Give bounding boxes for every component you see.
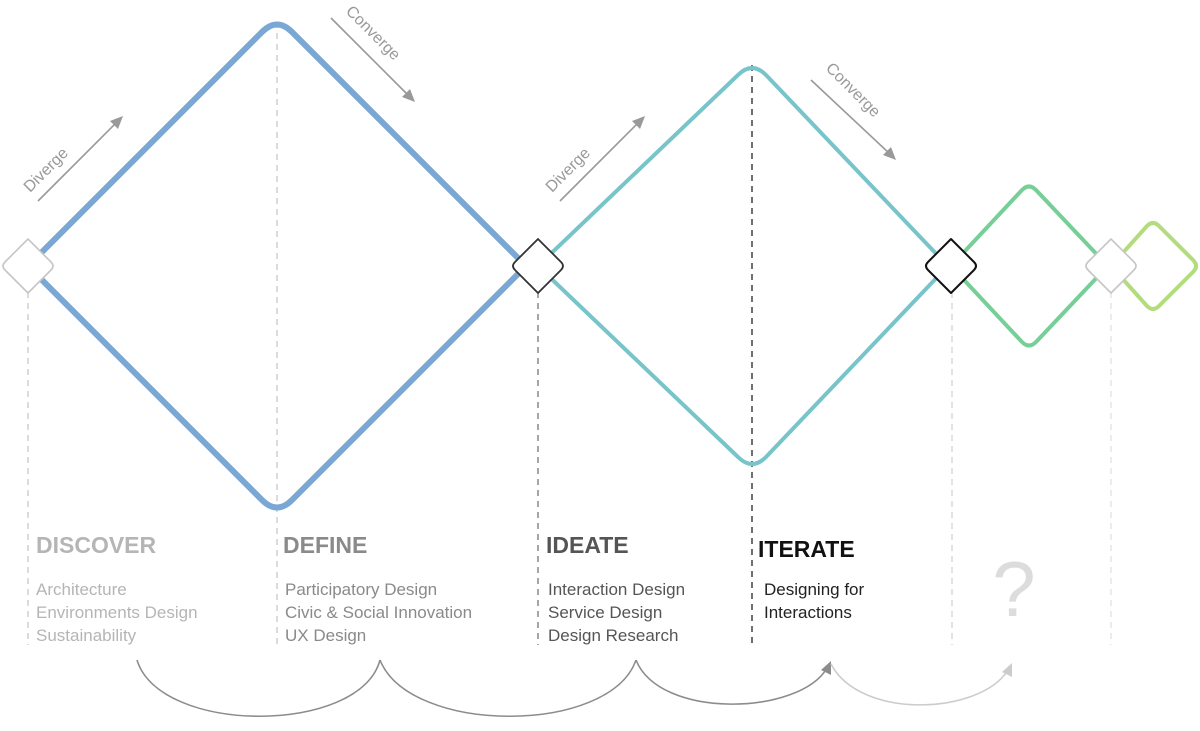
flow-arc-4 [830, 663, 1009, 706]
phase-define: DEFINE Participatory Design Civic & Soci… [283, 532, 472, 645]
phase-title-discover: DISCOVER [36, 532, 157, 558]
phase-discover: DISCOVER Architecture Environments Desig… [36, 532, 198, 645]
arrowhead-icon [110, 116, 123, 129]
phase-item: Environments Design [36, 603, 198, 622]
unknown-phase-question-mark: ? [992, 545, 1035, 633]
flow-arc-1 [136, 659, 381, 717]
diamond-fourth [1109, 221, 1198, 311]
phase-item: Interaction Design [548, 580, 685, 599]
arrowhead-icon [821, 661, 831, 675]
phase-title-define: DEFINE [283, 532, 367, 558]
diverge-label-2: Diverge [543, 145, 594, 196]
phase-item: Design Research [548, 626, 678, 645]
phase-item: Designing for [764, 580, 865, 599]
phase-item: Participatory Design [285, 580, 437, 599]
diverge-arrow-2: Diverge [543, 116, 645, 202]
node-iterate [925, 238, 977, 294]
phase-item: Sustainability [36, 626, 137, 645]
converge-label-2: Converge [822, 60, 883, 121]
phase-item: Interactions [764, 603, 852, 622]
arrowhead-icon [883, 147, 896, 160]
phase-iterate: ITERATE Designing for Interactions [758, 536, 865, 622]
phase-ideate: IDEATE Interaction Design Service Design… [546, 532, 685, 645]
node-start [2, 238, 54, 294]
arrowhead-icon [402, 89, 415, 102]
diverge-label-1: Diverge [21, 145, 72, 196]
node-ideate [512, 238, 564, 294]
flow-arc-2 [379, 659, 637, 717]
converge-arrow-2: Converge [810, 60, 896, 160]
arrowhead-icon [632, 116, 645, 129]
converge-label-1: Converge [342, 3, 403, 64]
flow-arcs [136, 659, 1012, 717]
phase-item: Architecture [36, 580, 127, 599]
arrowhead-icon [1002, 663, 1012, 677]
phase-item: UX Design [285, 626, 366, 645]
flow-arc-3 [635, 659, 828, 705]
diamond-ideate-iterate [536, 66, 948, 466]
phase-title-iterate: ITERATE [758, 536, 855, 562]
node-end [1085, 238, 1137, 294]
phase-item: Service Design [548, 603, 662, 622]
phase-title-ideate: IDEATE [546, 532, 629, 558]
phase-guide-lines [27, 22, 1112, 645]
phase-item: Civic & Social Innovation [285, 603, 472, 622]
